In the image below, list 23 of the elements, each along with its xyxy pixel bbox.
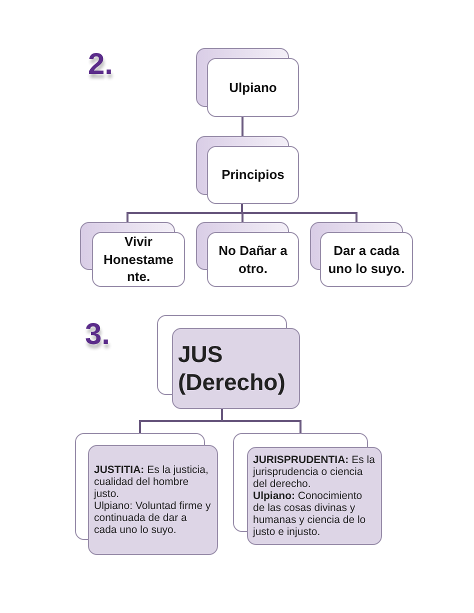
node-label: JUS (Derecho) (178, 340, 286, 396)
node-label: No Dañar a otro. (218, 242, 288, 278)
connector-line (221, 409, 302, 433)
connector-line (241, 204, 358, 222)
node-label: Ulpiano (229, 78, 277, 96)
node-text: Ulpiano: Conocimiento de las cosas divinas y humanas y ciencia de lo justo e injusto. (253, 490, 367, 538)
stacked-box (196, 136, 299, 204)
node-text: JUSTITIA: Es la justicia, cualidad del hombre justo. (94, 464, 210, 500)
section-number: 2. (88, 48, 114, 82)
node-label: Principios (222, 166, 284, 184)
stacked-box (157, 315, 300, 409)
stacked-box (196, 222, 299, 287)
section-number: 3. (85, 318, 110, 352)
node-label: Vivir Honestame nte. (102, 233, 175, 286)
stacked-box (75, 433, 218, 555)
stacked-box (310, 222, 413, 287)
stacked-box (80, 222, 185, 287)
stacked-box (233, 433, 382, 545)
node-label: Dar a cada uno lo suyo. (327, 242, 406, 278)
stacked-box (196, 48, 299, 117)
node-text: JURISPRUDENTIA: Es la jurisprudencia o ciencia del derecho. (253, 454, 376, 490)
node-text: Ulpiano: Voluntad firme y continuada de dar a cada uno lo suyo. (94, 500, 212, 536)
connector-line (242, 117, 244, 136)
